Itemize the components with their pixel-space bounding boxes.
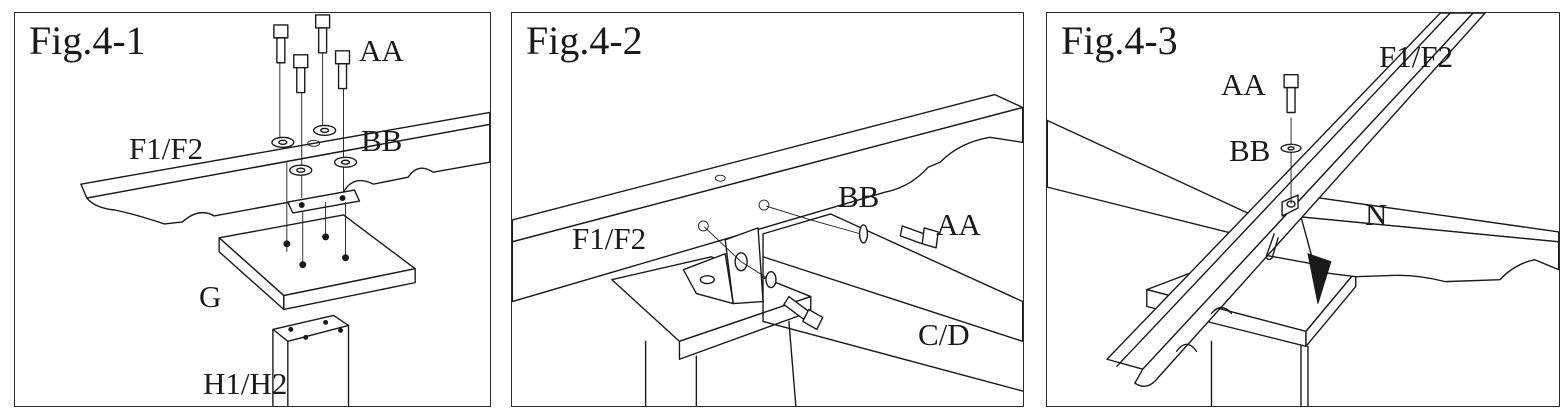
cotter-pin bbox=[1265, 233, 1279, 261]
rail-label: F1/F2 bbox=[1379, 39, 1454, 74]
figure-4-2-panel: Fig.4-2 BB AA F1/F2 C/D bbox=[511, 12, 1024, 407]
washer-set bbox=[765, 224, 869, 289]
figure-title: Fig.4-1 bbox=[29, 18, 146, 63]
screw-set bbox=[783, 225, 939, 331]
screw-set bbox=[273, 14, 351, 94]
screw-label: AA bbox=[1221, 67, 1266, 102]
washer-label: BB bbox=[838, 179, 880, 214]
direction-arrow bbox=[1307, 253, 1332, 304]
washer-part bbox=[1280, 143, 1302, 153]
rail-plate bbox=[287, 189, 361, 214]
alignment-lines bbox=[279, 48, 346, 265]
washer-set bbox=[271, 124, 358, 176]
leg-part bbox=[1210, 340, 1309, 406]
screw-label: AA bbox=[936, 207, 981, 242]
figure-4-3-panel: Fig.4-3 F1/F2 AA BB N bbox=[1046, 12, 1560, 407]
rail-plate bbox=[1281, 194, 1299, 217]
side-label: C/D bbox=[918, 317, 970, 352]
figure-4-1-drawing bbox=[80, 14, 490, 406]
washer-label: BB bbox=[361, 123, 403, 158]
figure-4-3-drawing bbox=[1047, 13, 1559, 406]
back-rail bbox=[1047, 119, 1257, 238]
side-rail bbox=[762, 213, 1023, 392]
figure-4-2-drawing bbox=[512, 93, 1023, 406]
plate-label: G bbox=[199, 279, 222, 314]
rail-part bbox=[80, 111, 490, 225]
figure-title: Fig.4-2 bbox=[526, 18, 643, 63]
leg-part bbox=[272, 314, 350, 406]
rail-label: F1/F2 bbox=[129, 131, 204, 166]
screw-part bbox=[1283, 73, 1299, 114]
washer-label: BB bbox=[1229, 133, 1271, 168]
screw-label: AA bbox=[359, 33, 404, 68]
corner-bracket bbox=[682, 227, 764, 305]
side-rail bbox=[1280, 195, 1559, 283]
leg-label: H1/H2 bbox=[203, 366, 288, 401]
rail-part bbox=[512, 93, 1023, 303]
rail-part bbox=[1106, 13, 1486, 387]
mounting-plate bbox=[218, 214, 416, 311]
figure-4-1-panel: Fig.4-1 AA BB F1/F2 G H1/H2 bbox=[14, 12, 491, 407]
rail-label: F1/F2 bbox=[572, 221, 647, 256]
figure-title: Fig.4-3 bbox=[1061, 18, 1178, 63]
part-label: N bbox=[1365, 197, 1388, 232]
leg-part bbox=[644, 320, 797, 406]
